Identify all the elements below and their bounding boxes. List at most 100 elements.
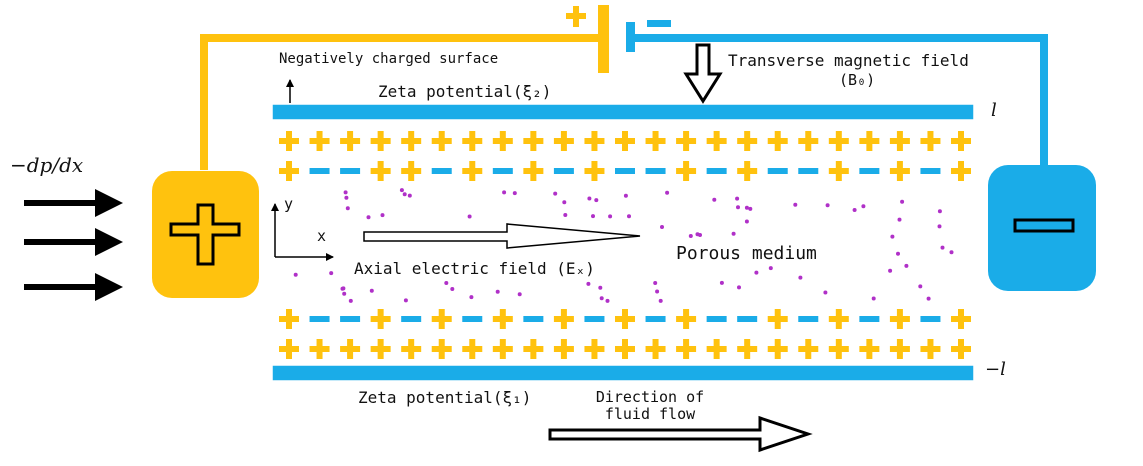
positive-charge	[492, 309, 513, 329]
negative-charge	[645, 316, 666, 322]
pressure-arrow	[24, 228, 123, 256]
positive-charge	[889, 131, 910, 151]
positive-charge	[431, 309, 452, 329]
positive-electrode	[152, 171, 259, 298]
positive-charge	[828, 131, 849, 151]
negative-electrode	[988, 165, 1096, 291]
porous-particle	[823, 290, 828, 295]
electric-field-arrow	[363, 223, 641, 249]
battery	[566, 5, 671, 73]
positive-charge	[737, 339, 758, 359]
positive-charge	[279, 161, 299, 181]
pressure-arrows	[24, 189, 123, 301]
negative-charge	[859, 316, 880, 322]
porous-particle	[407, 193, 412, 198]
positive-charge	[370, 131, 391, 151]
porous-particle	[340, 286, 345, 291]
positive-charge	[401, 339, 422, 359]
upper-wall	[271, 103, 975, 121]
pressure-arrow	[24, 189, 123, 217]
positive-charge	[370, 309, 391, 329]
flow-direction-line1: Direction of	[595, 388, 705, 406]
porous-particle	[444, 281, 449, 285]
porous-particle	[594, 198, 599, 203]
porous-particle	[861, 204, 866, 209]
positive-charge	[767, 131, 788, 151]
porous-particle	[517, 292, 522, 297]
porous-particle	[900, 199, 905, 204]
porous-particle	[655, 289, 660, 294]
battery-plus-icon	[566, 6, 586, 27]
positive-charge	[798, 131, 819, 151]
porous-particle	[949, 250, 954, 255]
porous-particle	[658, 298, 663, 303]
porous-particle	[735, 196, 740, 201]
pressure-gradient-label: −dp/dx	[10, 153, 84, 177]
negative-charge	[584, 316, 605, 322]
porous-particle	[825, 203, 830, 208]
positive-charge	[920, 339, 941, 359]
porous-particle	[345, 206, 350, 211]
positive-charge	[553, 309, 574, 329]
porous-particle	[599, 296, 604, 301]
porous-particle	[563, 213, 568, 217]
porous-particle	[798, 275, 803, 280]
coordinate-axes	[271, 203, 334, 261]
porous-particle	[731, 231, 736, 236]
negative-charge	[553, 168, 574, 174]
y-axis-label: y	[284, 195, 294, 213]
top-mixed-charge-row	[279, 161, 971, 181]
positive-wire	[200, 34, 600, 170]
positive-charge	[462, 131, 483, 151]
positive-charge	[401, 131, 422, 151]
porous-particle	[744, 219, 749, 224]
porous-particle	[888, 268, 893, 273]
positive-charge	[889, 339, 910, 359]
positive-charge	[951, 309, 971, 329]
negative-charge	[798, 316, 819, 322]
negative-charge	[920, 168, 941, 174]
positive-charge	[431, 339, 452, 359]
negative-charge	[706, 316, 727, 322]
negative-wire	[630, 34, 1048, 168]
positive-charge	[828, 309, 849, 329]
porous-particle	[343, 190, 348, 195]
porous-particle	[512, 191, 517, 196]
positive-charge	[615, 309, 635, 329]
pressure-arrow	[24, 273, 123, 301]
top-charge-row	[279, 131, 971, 151]
positive-charge	[676, 131, 697, 151]
positive-charge	[798, 339, 819, 359]
positive-charge	[828, 161, 849, 181]
negative-charge	[523, 316, 544, 322]
electric-field-label: Axial electric field (Eₓ)	[354, 259, 595, 278]
porous-particle	[737, 285, 741, 290]
porous-particle	[660, 225, 664, 229]
porous-particle	[712, 197, 717, 202]
positive-charge	[889, 161, 910, 181]
porous-particle	[754, 270, 759, 275]
porous-particle	[342, 291, 347, 296]
upper-wall-label: l	[991, 100, 997, 121]
porous-particle	[653, 281, 658, 285]
negative-charge	[309, 316, 330, 322]
porous-particle	[904, 263, 909, 268]
porous-particle	[469, 295, 474, 300]
negative-charge	[798, 168, 819, 174]
negative-charge	[401, 316, 422, 322]
porous-medium-label: Porous medium	[676, 243, 817, 264]
negative-charge	[615, 168, 635, 174]
negative-charge	[767, 168, 788, 174]
positive-charge	[553, 339, 574, 359]
negative-charge	[737, 316, 758, 322]
positive-charge	[737, 161, 758, 181]
positive-charge	[584, 131, 605, 151]
positive-charge	[767, 339, 788, 359]
porous-particle	[623, 193, 628, 198]
porous-particle	[852, 208, 857, 212]
porous-particle	[940, 245, 945, 250]
magnetic-field-symbol: (B₀)	[839, 71, 876, 89]
positive-charge	[951, 161, 971, 181]
porous-particle	[591, 214, 595, 219]
